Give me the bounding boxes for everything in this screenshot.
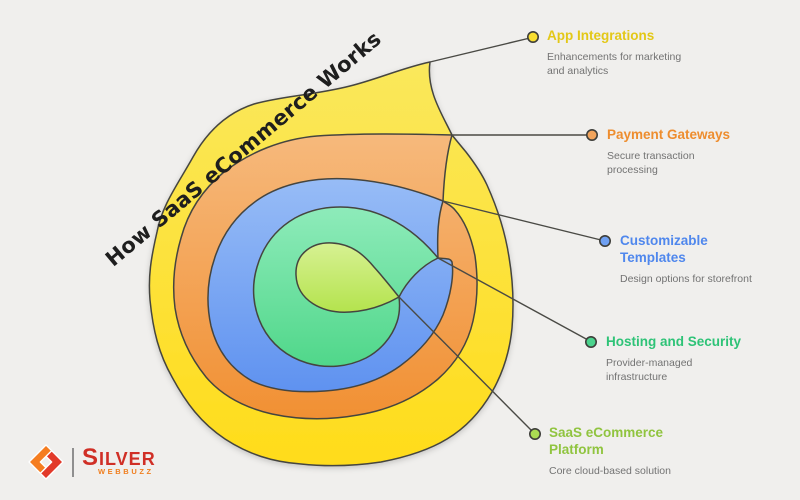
callout-app-integrations: App Integrations Enhancements for market… (547, 27, 725, 78)
callout-description: Secure transaction processing (607, 150, 695, 176)
callout-payment-gateways: Payment Gateways Secure transaction proc… (607, 126, 785, 177)
marker-saas-ecommerce-platform (528, 427, 541, 440)
logo: SILVER WEBBUZZ (27, 443, 156, 481)
marker-customizable-templates (598, 235, 611, 248)
callout-title: Payment Gateways (607, 127, 731, 142)
leader-line-app-integrations (429, 37, 531, 63)
marker-hosting-and-security (584, 335, 597, 348)
callout-title: Customizable Templates (620, 233, 708, 265)
logo-separator (72, 447, 74, 477)
leader-line-hosting-and-security (437, 257, 589, 341)
callout-description: Enhancements for marketing and analytics (547, 51, 682, 77)
callout-hosting-and-security: Hosting and Security Provider-managed in… (606, 333, 784, 384)
callout-title: App Integrations (547, 28, 655, 43)
leader-line-customizable-templates (442, 200, 602, 241)
logo-brand-text: SILVER (82, 443, 156, 471)
logo-text: SILVER WEBBUZZ (82, 443, 156, 476)
callout-title: Hosting and Security (606, 334, 742, 349)
callout-title: SaaS eCommerce Platform (549, 425, 664, 457)
callout-customizable-templates: Customizable Templates Design options fo… (620, 232, 798, 286)
leader-line-saas-ecommerce-platform (398, 296, 533, 432)
callout-description: Design options for storefront (620, 273, 752, 285)
callout-description: Provider-managed infrastructure (606, 357, 693, 383)
layer-shape-saas-ecommerce-platform (295, 242, 400, 313)
marker-payment-gateways (585, 129, 598, 142)
logo-subtitle-text: WEBBUZZ (98, 466, 154, 476)
callout-description: Core cloud-based solution (549, 465, 671, 477)
logo-icon (28, 444, 64, 480)
marker-app-integrations (526, 30, 539, 43)
callout-saas-ecommerce-platform: SaaS eCommerce Platform Core cloud-based… (549, 424, 727, 478)
